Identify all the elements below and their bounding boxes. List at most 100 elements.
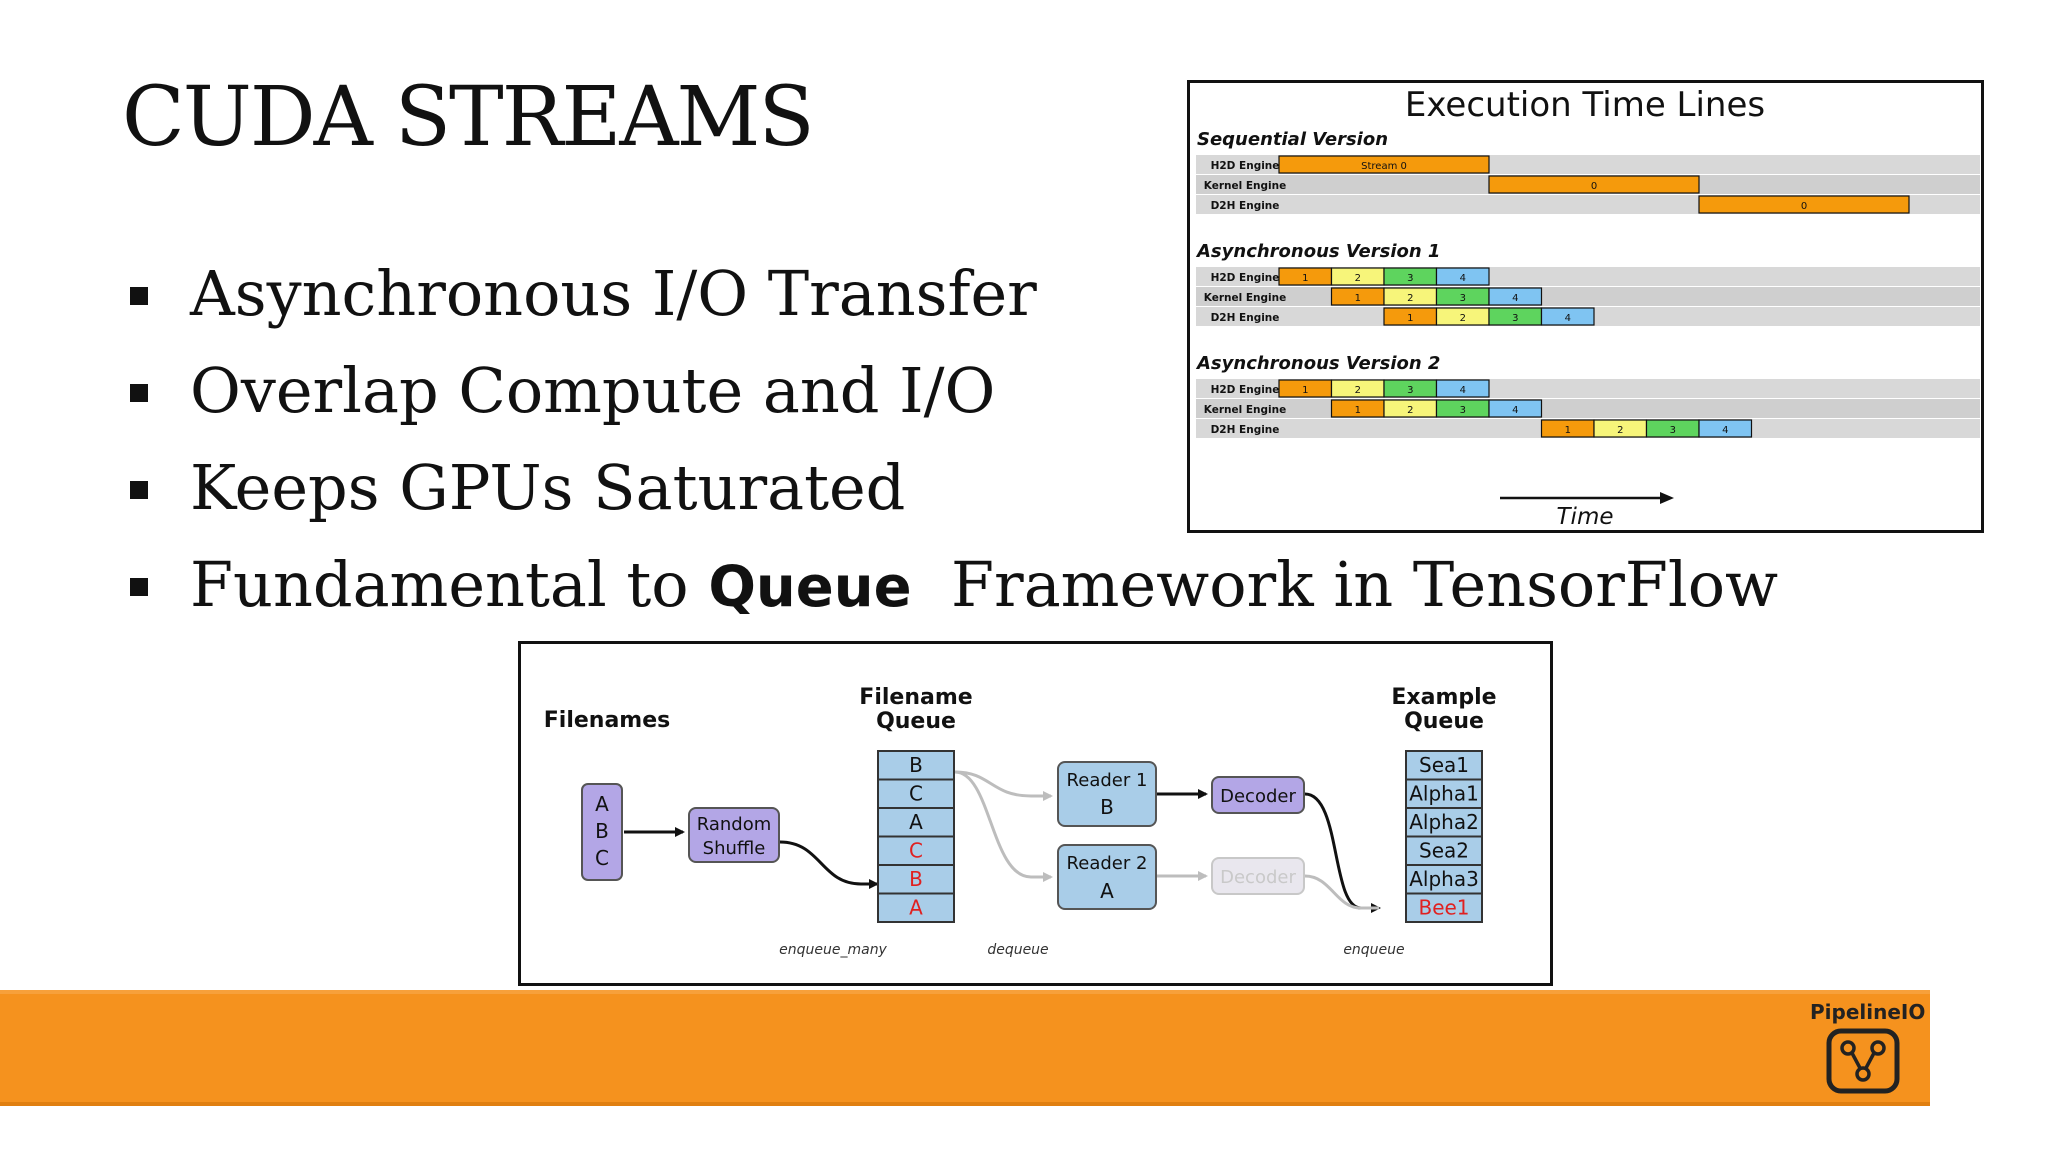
example-queue-item: Bee1 [1418, 896, 1469, 920]
decoder-active-node [1211, 776, 1305, 814]
filename-queue-cell [877, 892, 955, 923]
stream-block-label: 4 [1512, 293, 1518, 304]
shuffle-label: Shuffle [703, 838, 766, 859]
timeline-title: Execution Time Lines [1405, 85, 1765, 125]
stream-block-label: 3 [1670, 425, 1676, 436]
stream-block-label: 0 [1801, 201, 1807, 212]
filename-file: C [595, 846, 609, 870]
bullet-list: Asynchronous I/O Transfer Overlap Comput… [128, 245, 1778, 636]
bullet-text: Asynchronous I/O Transfer [190, 257, 1037, 330]
pipeline-logo-icon [1826, 1028, 1900, 1094]
stream-block-label: 4 [1512, 405, 1518, 416]
stream-block-label: 3 [1407, 385, 1413, 396]
stream-block-label: 1 [1355, 405, 1361, 416]
engine-label: D2H Engine [1211, 424, 1280, 436]
bullet-item: Asynchronous I/O Transfer [128, 245, 1778, 342]
timeline-section-title: Asynchronous Version 1 [1195, 241, 1440, 262]
filename-queue-item: B [909, 867, 923, 891]
bullet-text: Overlap Compute and I/O [190, 354, 996, 427]
reader1-label: Reader 1 [1067, 770, 1148, 791]
filename-queue-item: C [909, 782, 923, 806]
time-axis-label: Time [1557, 504, 1614, 530]
queue-pipeline-diagram: Filenames A B C Random Shuffle enqueue_m… [544, 685, 1497, 958]
engine-label: H2D Engine [1211, 160, 1280, 172]
filename-queue-item: B [909, 753, 923, 777]
example-queue-item: Alpha2 [1409, 810, 1479, 834]
stream-block-label: 2 [1617, 425, 1623, 436]
timeline-lane [1196, 399, 1980, 418]
stream-block-label: 2 [1407, 293, 1413, 304]
timeline-diagram: Execution Time Lines Sequential VersionH… [1195, 85, 1980, 530]
stream-block-label: 2 [1355, 385, 1361, 396]
bullet-square-icon [130, 578, 148, 596]
example-queue-cell [1405, 807, 1483, 838]
shuffle-label: Random [697, 814, 772, 835]
decoder-inactive-label: Decoder [1220, 867, 1296, 888]
reader2-value: A [1100, 879, 1114, 903]
stream-block-label: 3 [1407, 273, 1413, 284]
stream-block-label: 0 [1591, 181, 1597, 192]
filename-queue-label: Queue [876, 709, 956, 734]
stream-block-label: 1 [1407, 313, 1413, 324]
bullet-item: Overlap Compute and I/O [128, 342, 1778, 439]
bullet-text: Keeps GPUs Saturated [190, 451, 906, 524]
slide-title: CUDA STREAMS [122, 70, 815, 165]
random-shuffle-node [688, 807, 780, 863]
stream-block-label: 4 [1565, 313, 1571, 324]
op-enqueue: enqueue [1343, 942, 1404, 958]
op-enqueue-many: enqueue_many [779, 942, 887, 958]
arrow-enqueue-active [1304, 792, 1381, 913]
stream-block [1488, 175, 1700, 194]
engine-label: H2D Engine [1211, 384, 1280, 396]
bullet-emphasis: Queue [708, 555, 912, 620]
arrow-dequeue-reader1 [954, 770, 1053, 801]
example-queue-item: Sea1 [1419, 753, 1469, 777]
example-queue-cell [1405, 864, 1483, 895]
example-queue-label: Queue [1404, 709, 1484, 734]
filename-queue-cell [877, 864, 955, 895]
example-queue-item: Alpha3 [1409, 867, 1479, 891]
reader1-node [1057, 761, 1157, 827]
op-dequeue: dequeue [987, 942, 1048, 958]
bullet-text-after: Framework in TensorFlow [911, 548, 1779, 621]
stream-block-label: 2 [1355, 273, 1361, 284]
stream-block-label: 1 [1302, 273, 1308, 284]
filename-queue-cell [877, 750, 955, 781]
example-queue-item: Alpha1 [1409, 782, 1479, 806]
engine-label: Kernel Engine [1204, 404, 1286, 416]
stream-block [1435, 379, 1490, 398]
stream-block [1698, 195, 1910, 214]
stream-block-label: 1 [1302, 385, 1308, 396]
stream-block-label: 3 [1460, 293, 1466, 304]
example-queue-cell [1405, 892, 1483, 923]
filename-file: B [595, 819, 609, 843]
filename-queue-item: C [909, 839, 923, 863]
stream-block-label: 4 [1460, 385, 1466, 396]
engine-label: H2D Engine [1211, 272, 1280, 284]
stream-block-label: Stream 0 [1361, 161, 1407, 172]
reader2-node [1057, 844, 1157, 910]
bullet-item: Keeps GPUs Saturated [128, 439, 1778, 536]
stream-block-label: 4 [1460, 273, 1466, 284]
bullet-square-icon [130, 481, 148, 499]
stream-block [1278, 155, 1490, 174]
example-queue-cell [1405, 778, 1483, 809]
example-queue-label: Example [1391, 685, 1496, 710]
stream-block-label: 1 [1565, 425, 1571, 436]
arrow-enqueue-many [779, 840, 879, 889]
filenames-label: Filenames [544, 708, 670, 733]
reader1-value: B [1100, 795, 1114, 819]
decoder-active-label: Decoder [1220, 786, 1296, 807]
stream-block [1698, 419, 1753, 438]
filename-queue-item: A [909, 896, 923, 920]
example-queue-item: Sea2 [1419, 839, 1469, 863]
decoder-inactive-node [1211, 857, 1305, 895]
time-arrow-head-icon [1660, 492, 1674, 504]
filename-queue-item: A [909, 810, 923, 834]
engine-label: D2H Engine [1211, 312, 1280, 324]
timeline-lane [1196, 287, 1980, 306]
bullet-square-icon [130, 287, 148, 305]
